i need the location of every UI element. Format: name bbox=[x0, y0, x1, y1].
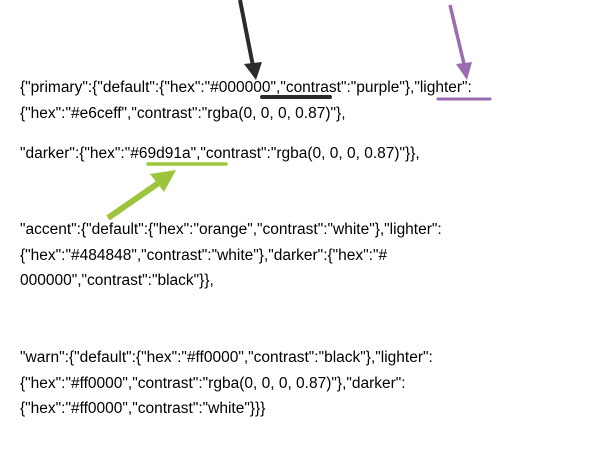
text-line-8: {"hex":"#ff0000","contrast":"rgba(0, 0, … bbox=[20, 375, 406, 392]
text-line-7: "warn":{"default":{"hex":"#ff0000","cont… bbox=[20, 349, 433, 366]
text-line-5: {"hex":"#484848","contrast":"white"},"da… bbox=[20, 247, 388, 264]
text-line-6: 000000","contrast":"black"}}, bbox=[20, 272, 214, 289]
black-arrow-icon bbox=[238, 0, 262, 80]
text-line-2: {"hex":"#e6ceff","contrast":"rgba(0, 0, … bbox=[20, 105, 346, 122]
green-arrow-icon bbox=[106, 170, 176, 221]
text-line-4: "accent":{"default":{"hex":"orange","con… bbox=[20, 221, 442, 238]
purple-arrow-icon bbox=[448, 4, 472, 80]
text-line-3: "darker":{"hex":"#69d91a","contrast":"rg… bbox=[20, 145, 420, 162]
text-line-1: {"primary":{"default":{"hex":"#000000","… bbox=[20, 79, 472, 96]
text-line-9: {"hex":"#ff0000","contrast":"white"}}} bbox=[20, 400, 266, 417]
